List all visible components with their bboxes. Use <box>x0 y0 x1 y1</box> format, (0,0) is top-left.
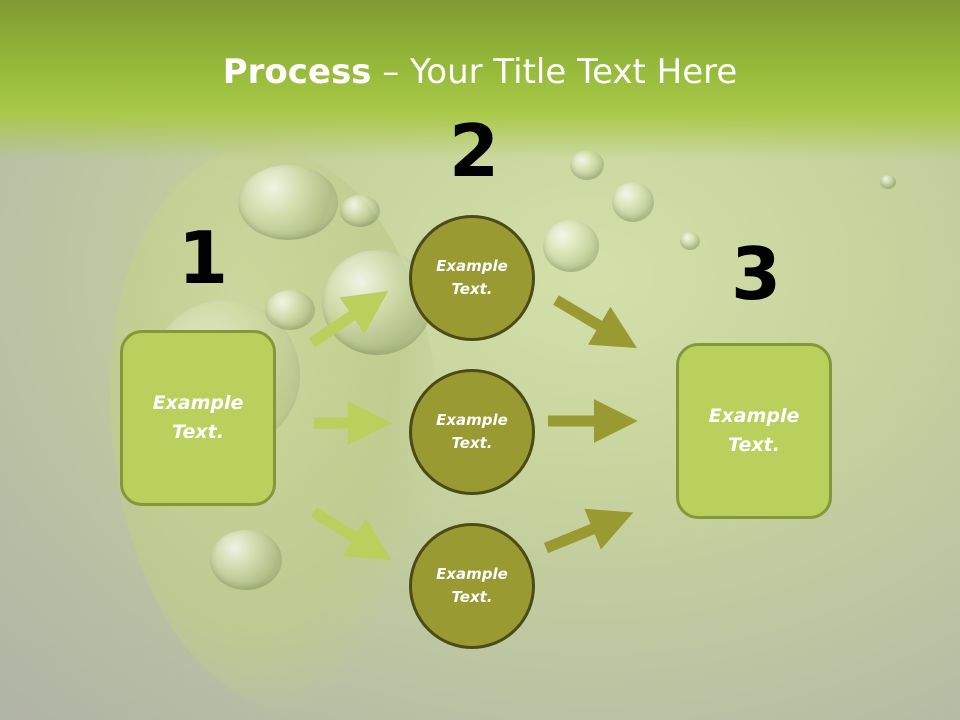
circle-top-text: Example Text. <box>436 257 508 298</box>
circle-top[interactable]: Example Text. <box>409 215 535 341</box>
circle-bottom-text: Example Text. <box>436 565 508 606</box>
step-number-1: 1 <box>178 216 229 300</box>
water-drop <box>680 232 700 250</box>
slide-title: Process – Your Title Text Here <box>0 52 960 92</box>
water-drop <box>238 165 338 240</box>
step-number-2: 2 <box>449 109 500 193</box>
water-drop <box>543 220 599 272</box>
water-drop <box>880 175 896 189</box>
water-drop <box>612 182 654 222</box>
step-number-3: 3 <box>731 232 782 316</box>
arrow-top-to-3 <box>553 295 638 349</box>
title-rest: – Your Title Text Here <box>371 52 738 92</box>
arrow-1-to-top <box>308 290 389 348</box>
step-1-text: Example Text. <box>152 392 244 443</box>
circle-bottom[interactable]: Example Text. <box>409 523 535 649</box>
arrow-bottom-to-3 <box>543 508 634 554</box>
water-drop <box>340 195 380 227</box>
arrow-1-to-bottom <box>311 507 392 561</box>
circle-middle-text: Example Text. <box>436 411 508 452</box>
step-3-text: Example Text. <box>708 405 800 456</box>
water-drop <box>265 290 315 330</box>
title-bar <box>0 0 960 160</box>
title-bold: Process <box>222 52 372 92</box>
circle-middle[interactable]: Example Text. <box>409 369 535 495</box>
step-3-box[interactable]: Example Text. <box>676 343 832 519</box>
water-drop <box>210 530 282 590</box>
step-1-box[interactable]: Example Text. <box>120 330 276 506</box>
